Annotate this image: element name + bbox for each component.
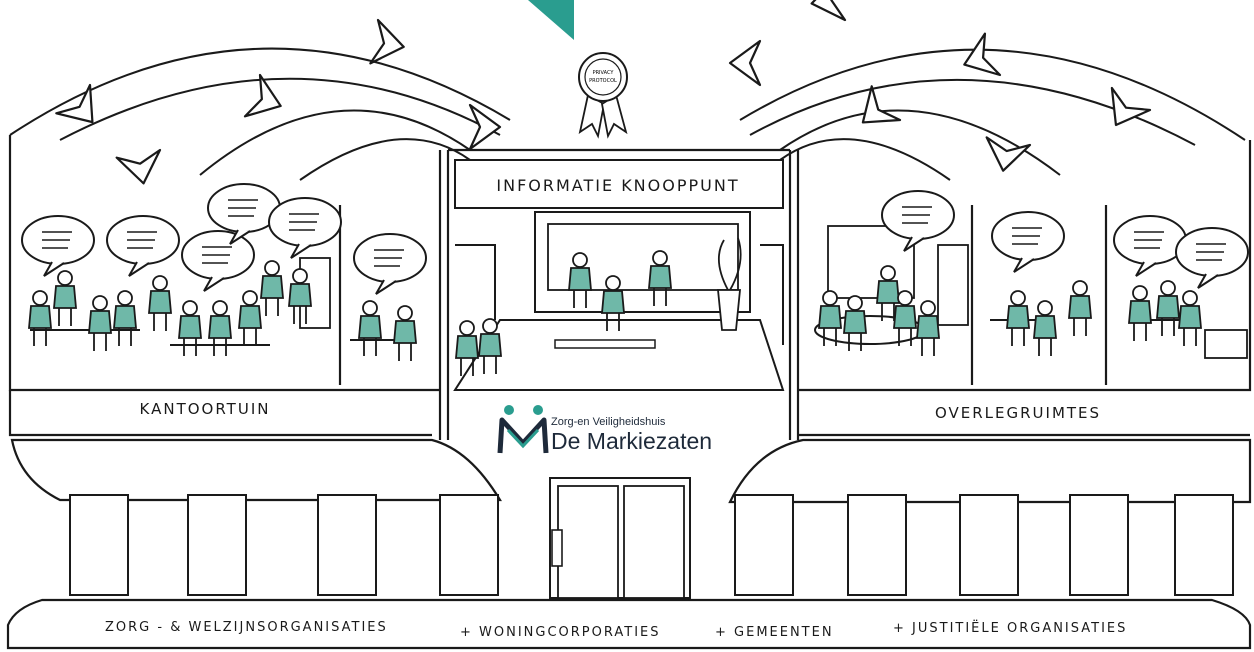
entrance-door (549, 477, 691, 599)
info-desk-scene (453, 159, 785, 391)
badge-line2: PROTOCOL (589, 78, 617, 84)
base-text-item-2: + WONINGCORPORATIES (460, 625, 661, 640)
badge-line1: PRIVACY (593, 70, 615, 76)
office-scene (28, 257, 417, 362)
speech-bubble-icon (881, 190, 1249, 289)
base-text-item-1: ZORG - & WELZIJNSORGANISATIES (105, 620, 388, 635)
right-room-label: OVERLEGRUIMTES (935, 404, 1101, 422)
base-text-item-4: + JUSTITIËLE ORGANISATIES (893, 620, 1127, 636)
logo-tagline: Zorg-en Veiligheidshuis (551, 416, 666, 428)
base-text-item-3: + GEMEENTEN (715, 625, 834, 640)
center-room-label: INFORMATIE KNOOPPUNT (496, 176, 739, 195)
building-frame (8, 135, 1252, 440)
base-plinth (6, 598, 1252, 650)
base-text: ZORG - & WELZIJNSORGANISATIES + WONINGCO… (105, 620, 1127, 640)
canopy (10, 438, 1252, 504)
logo-name: De Markiezaten (551, 428, 712, 454)
columns (69, 494, 1234, 596)
meeting-scene (814, 225, 1248, 359)
speech-bubble-icon (21, 183, 427, 295)
ribbon-badge-icon: PRIVACY PROTOCOL (578, 52, 628, 139)
teal-corner-decoration (528, 0, 574, 40)
logo-icon (497, 405, 549, 454)
left-room-label: KANTOORTUIN (140, 400, 271, 418)
